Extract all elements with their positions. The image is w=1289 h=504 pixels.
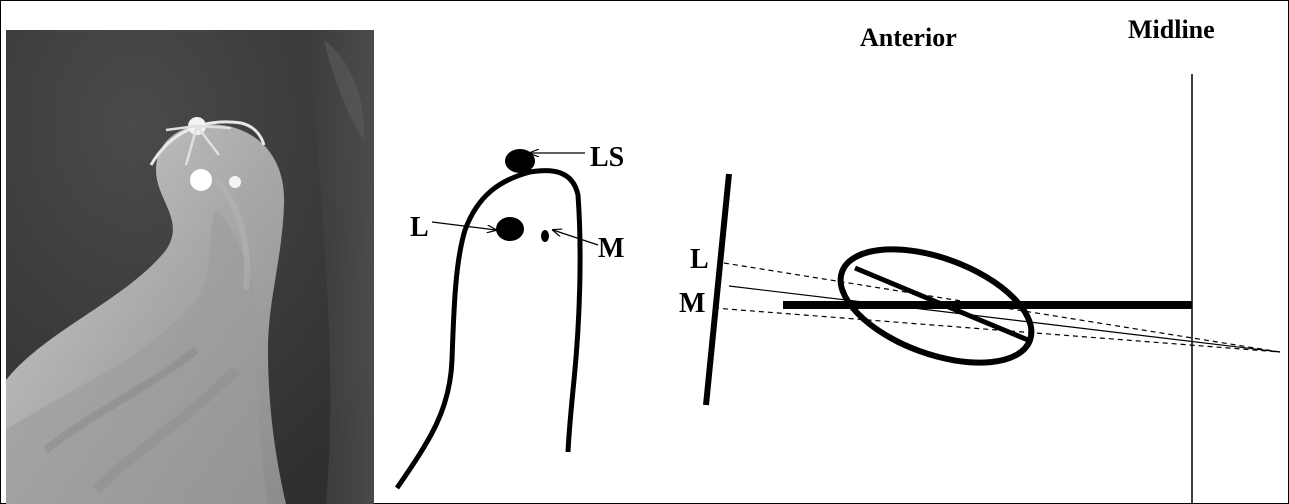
ray-center-line (728, 285, 1281, 353)
ray-m-dashed (713, 307, 1281, 353)
projection-m-label: M (679, 288, 705, 319)
projection-l-label: L (690, 244, 709, 275)
sketch-m-label: M (598, 233, 624, 264)
marker-ls (505, 149, 535, 173)
radiograph-image (6, 30, 374, 504)
marker-m (541, 230, 549, 242)
sketch-l-label: L (410, 212, 429, 243)
anterior-label: Anterior (860, 23, 957, 52)
condylar-axis-line (854, 265, 1029, 343)
sketch-ls-label: LS (590, 142, 624, 173)
ray-l-dashed (723, 262, 1281, 353)
arrow-l (431, 221, 496, 230)
marker-l (496, 217, 524, 241)
film-plane-line (703, 173, 732, 406)
midline-label: Midline (1128, 15, 1215, 44)
arrow-m (553, 230, 599, 246)
condyle-outline (394, 168, 583, 490)
condyle-ellipse (837, 246, 1035, 366)
radiograph-panel (6, 30, 374, 504)
